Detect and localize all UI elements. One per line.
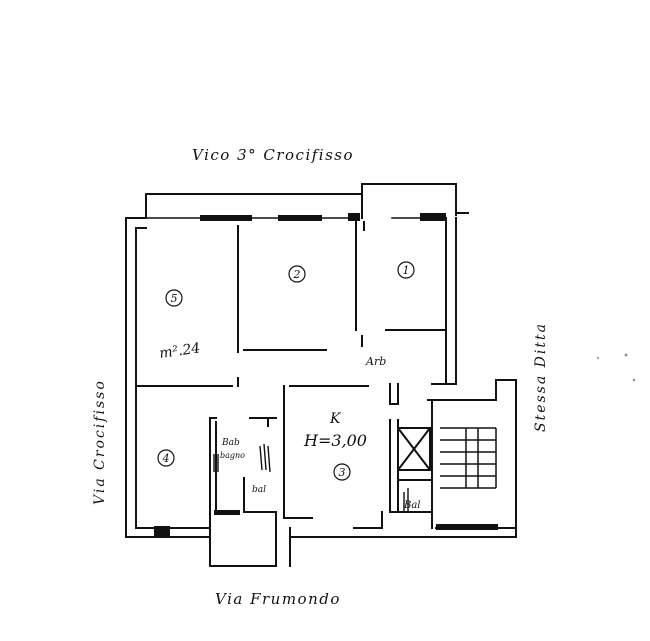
room-1-number: 1	[403, 264, 410, 277]
room-4-number: 4	[162, 452, 170, 465]
street-label-right: Stessa Ditta	[533, 322, 549, 432]
room-3: 3	[333, 463, 351, 481]
scan-specks	[597, 353, 636, 382]
room-3-circle	[333, 463, 351, 481]
lift-box-label: Bal	[403, 500, 421, 511]
room-2: 2	[288, 265, 306, 283]
room-5-circle	[165, 289, 183, 307]
bathroom-label-bottom: bagno	[220, 451, 245, 460]
street-label-bottom: Via Frumondo	[215, 590, 341, 608]
room-2-circle	[288, 265, 306, 283]
room-4: 4	[157, 449, 175, 467]
window-marks	[154, 213, 498, 537]
kitchen-label: K	[329, 411, 342, 427]
hall-label: Arb	[365, 355, 386, 368]
room-2-number: 2	[293, 268, 301, 281]
room-1-circle	[397, 261, 415, 279]
street-label-top: Vico 3° Crocifisso	[192, 146, 354, 164]
lift-shaft	[397, 427, 431, 471]
room-4-circle	[157, 449, 175, 467]
staircase	[440, 427, 497, 489]
closet-hatch	[213, 443, 409, 512]
closet-label: bal	[252, 485, 266, 495]
interior-walls	[135, 221, 497, 529]
room-1: 1	[397, 261, 415, 279]
outer-walls	[125, 183, 517, 567]
bathroom-label-top: Bab	[221, 438, 240, 448]
room-5-number: 5	[171, 292, 178, 305]
ceiling-height-label: H=3,00	[303, 431, 367, 450]
room-5: 5	[165, 289, 183, 307]
area-label: m².24	[158, 340, 201, 362]
street-label-left: Via Crocifisso	[92, 379, 108, 505]
room-3-number: 3	[339, 466, 346, 479]
